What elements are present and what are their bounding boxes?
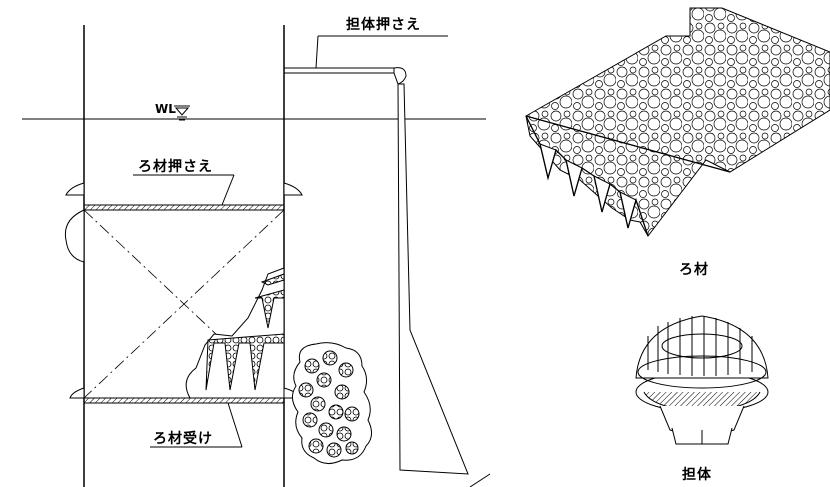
filter-holder-leader [133, 174, 235, 206]
filter-media-label: ろ材 [679, 262, 709, 278]
filter-media-cutaway [185, 267, 285, 399]
carrier-label: 担体 [682, 467, 712, 483]
filter-support-plate [83, 397, 285, 404]
water-level-symbol [174, 105, 190, 121]
filter-holder-label: ろ材押さえ [138, 159, 213, 175]
filter-media-product [525, 7, 830, 237]
carrier-cluster [292, 342, 372, 464]
carrier-product [635, 315, 769, 445]
filter-holder-plate [83, 204, 285, 211]
water-level-label: WL [155, 102, 176, 116]
filter-support-label: ろ材受け [153, 431, 213, 447]
carrier-holder-assembly [284, 35, 491, 487]
filter-support-leader [150, 402, 243, 448]
tank-walls [83, 25, 285, 487]
carrier-holder-label: 担体押さえ [346, 17, 421, 33]
